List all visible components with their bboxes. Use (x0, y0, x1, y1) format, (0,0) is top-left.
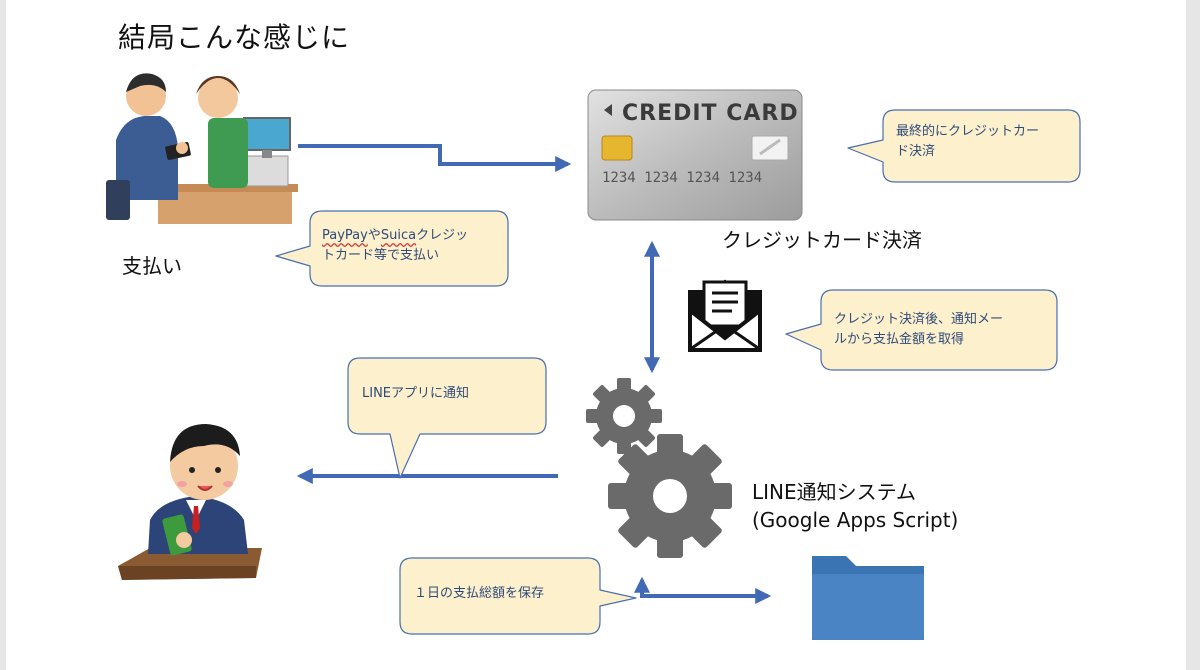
card-heading: CREDIT CARD (622, 101, 799, 126)
page-title: 結局こんな感じに (118, 21, 351, 54)
small-gear-icon (586, 378, 662, 454)
paypay-word: PayPay (322, 228, 368, 243)
callout-shapes (275, 109, 1081, 635)
callout-final-text: 最終的にクレジットカー ド決済 (896, 124, 1040, 159)
arrows (296, 144, 772, 604)
system-label-line2: (Google Apps Script) (752, 508, 959, 532)
card-number: 1234 1234 1234 1234 (602, 170, 762, 186)
callout-paypay-shape (275, 210, 509, 287)
credit-settlement-label: クレジットカード決済 (722, 228, 922, 252)
right-edge-strip (1186, 0, 1200, 670)
callout-line-text: LINEアプリに通知 (362, 386, 470, 401)
large-gear-icon (608, 434, 732, 558)
shop-payment-illustration (106, 73, 298, 224)
callout-final-shape (847, 109, 1081, 183)
callout-paypay-text: PayPayやSuicaクレジッ トカード等で支払い (322, 228, 469, 263)
system-label: LINE通知システム (Google Apps Script) (752, 478, 958, 534)
man-with-phone-illustration (118, 424, 262, 580)
folder-icon (812, 556, 924, 640)
mail-envelope-icon (688, 279, 762, 352)
callout-save-shape (399, 557, 637, 635)
callout-mail-text: クレジット決済後、通知メー ルから支払金額を取得 (834, 312, 1004, 347)
callout-save-text: １日の支払総額を保存 (414, 586, 545, 601)
arrow-shop-to-card (298, 144, 572, 172)
suica-word: Suica (380, 228, 417, 243)
left-edge-strip (0, 0, 6, 670)
payment-label: 支払い (122, 254, 182, 278)
credit-card-illustration (587, 89, 803, 221)
system-label-line1: LINE通知システム (752, 480, 917, 504)
callout-line-shape (347, 357, 547, 479)
arrow-system-to-folder (634, 576, 772, 604)
callout-mail-shape (785, 289, 1058, 371)
